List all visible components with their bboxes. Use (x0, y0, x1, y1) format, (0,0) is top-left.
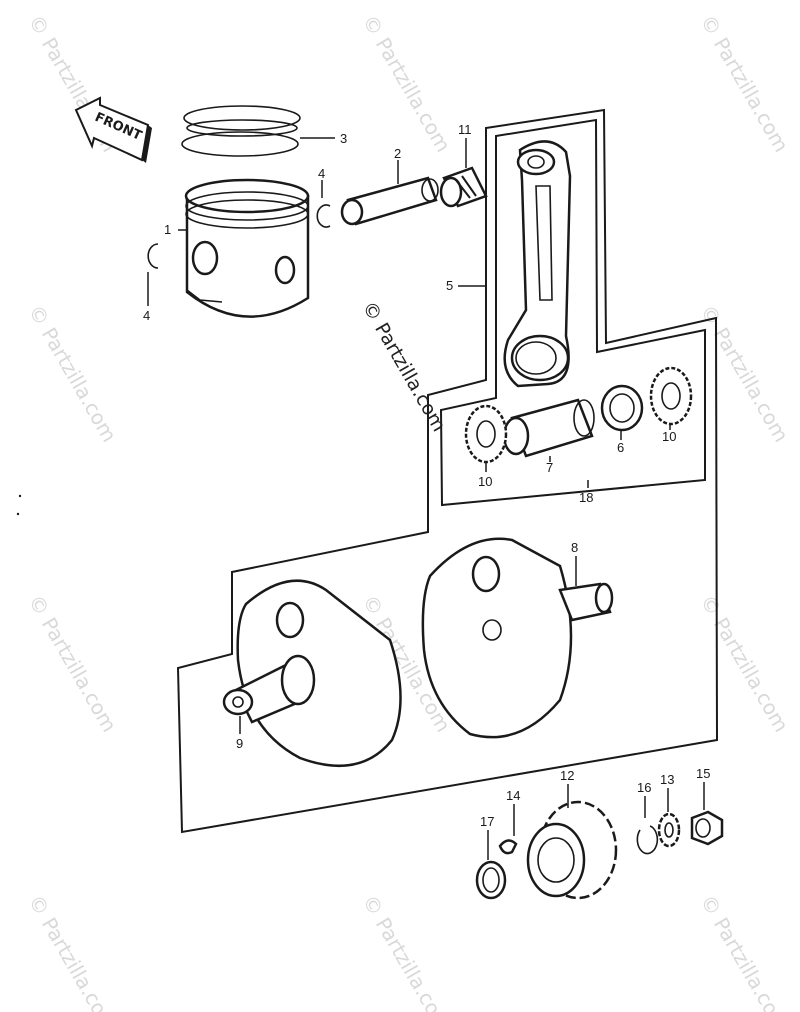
piston-rings-icon (181, 105, 301, 157)
callout-7: 7 (546, 460, 553, 475)
key-icon (498, 839, 518, 855)
watermark: © Partzilla.com (358, 11, 456, 157)
circlip-icon (147, 243, 159, 269)
washer-icon (649, 366, 693, 426)
crank-pin-icon (502, 398, 595, 458)
callout-10: 10 (478, 474, 492, 489)
watermark: © Partzilla.com (696, 11, 794, 157)
watermark: © Partzilla.com (696, 891, 794, 1012)
watermark: © Partzilla.com (696, 301, 794, 447)
callout-3: 3 (340, 131, 347, 146)
watermark: © Partzilla.com (358, 298, 450, 436)
callout-4: 4 (143, 308, 150, 323)
watermark: © Partzilla.com (24, 891, 122, 1012)
gear-icon (526, 800, 618, 900)
needle-bearing-icon (600, 384, 644, 432)
callout-labels: 1 2 3 4 4 5 6 7 8 9 10 10 11 12 13 14 15… (143, 122, 710, 829)
lock-washer-icon (636, 825, 659, 855)
callout-18: 18 (579, 490, 593, 505)
scan-marks (16, 494, 22, 516)
crankshaft-flywheel-left-icon (222, 579, 402, 768)
watermark: © Partzilla.com (358, 891, 456, 1012)
callout-15: 15 (696, 766, 710, 781)
assembly-outline (176, 108, 719, 834)
subassembly-outline (439, 118, 706, 507)
washer-icon (464, 404, 508, 464)
callout-9: 9 (236, 736, 243, 751)
piston-pin-icon (340, 176, 439, 226)
callout-17: 17 (480, 814, 494, 829)
callout-16: 16 (637, 780, 651, 795)
crankshaft-flywheel-right-icon (421, 537, 614, 739)
front-arrow: FRONT (74, 96, 152, 163)
callout-1: 1 (164, 222, 171, 237)
watermark-layer: © Partzilla.com © Partzilla.com © Partzi… (24, 11, 794, 1012)
callout-8: 8 (571, 540, 578, 555)
callout-6: 6 (617, 440, 624, 455)
callout-13: 13 (660, 772, 674, 787)
leader-lines (147, 137, 705, 860)
connecting-rod-icon (503, 140, 572, 388)
callout-14: 14 (506, 788, 520, 803)
watermark: © Partzilla.com (24, 591, 122, 737)
watermark: © Partzilla.com (24, 301, 122, 447)
callout-10: 10 (662, 429, 676, 444)
callout-5: 5 (446, 278, 453, 293)
washer-icon (657, 812, 681, 848)
nut-icon (690, 810, 724, 846)
watermark: © Partzilla.com (696, 591, 794, 737)
callout-2: 2 (394, 146, 401, 161)
circlip-icon (316, 204, 331, 228)
callout-11: 11 (458, 122, 472, 137)
piston-icon (184, 178, 310, 318)
callout-12: 12 (560, 768, 574, 783)
callout-4: 4 (318, 166, 325, 181)
washer-icon (475, 860, 507, 900)
needle-bearing-icon (439, 166, 488, 208)
